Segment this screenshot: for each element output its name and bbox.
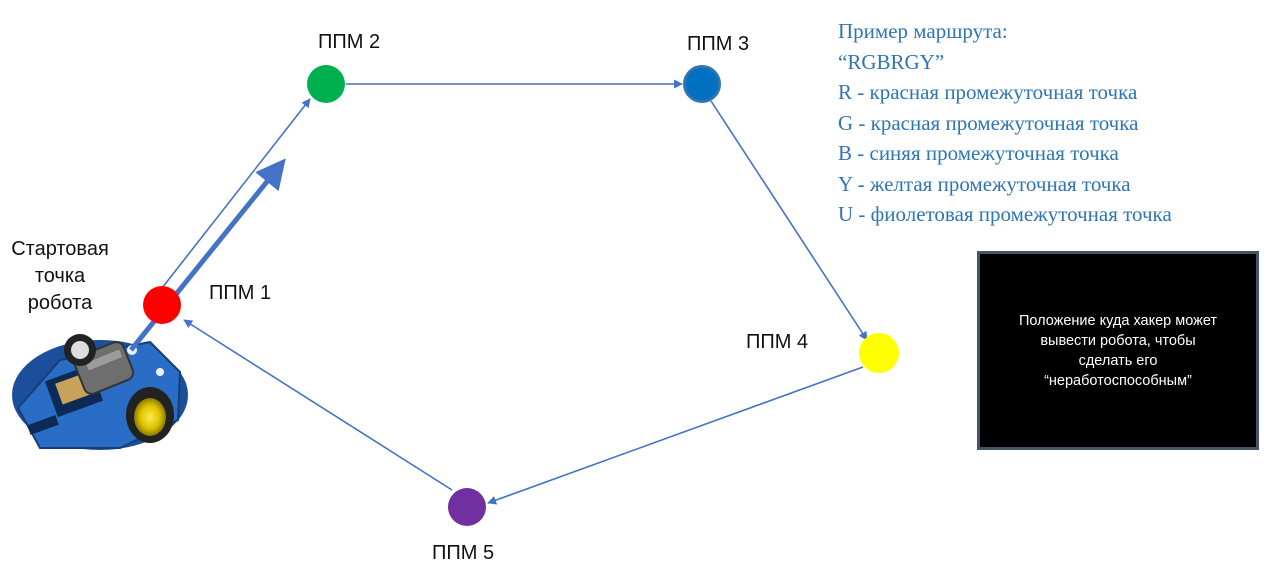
start-label-line-1: Стартовая (11, 238, 109, 260)
waypoint-ppm2 (307, 65, 345, 103)
waypoint-ppm3 (683, 65, 721, 103)
hacker-box-text: Положение куда хакер может вывести робот… (993, 311, 1243, 391)
waypoint-ppm1 (143, 286, 181, 324)
start-label-line-2: точка (34, 265, 86, 287)
hacker-box-line-1: Положение куда хакер может (1018, 312, 1218, 329)
legend-item-g: G - красная промежуточная точка (838, 110, 1139, 135)
waypoint-label-ppm1: ППМ 1 (209, 282, 272, 304)
hacker-position-box: Положение куда хакер может вывести робот… (977, 251, 1259, 450)
edge-ppm3-ppm4 (710, 100, 868, 341)
start-label-line-3: робота (27, 292, 93, 314)
waypoint-label-ppm5: ППМ 5 (432, 542, 495, 564)
start-point-label: Стартовая точка робота (6, 236, 114, 317)
legend-item-y: Y - желтая промежуточная точка (838, 171, 1131, 196)
legend-route: “RGBRGY” (838, 49, 945, 74)
edge-ppm4-ppm5 (487, 366, 864, 505)
route-legend: Пример маршрута: “RGBRGY” R - красная пр… (838, 16, 1172, 230)
waypoint-ppm5 (448, 488, 486, 526)
edge-ppm5-ppm1 (183, 319, 453, 491)
robot-car-icon (12, 334, 188, 450)
hacker-box-line-2: вывести робота, чтобы (1040, 332, 1196, 349)
legend-item-b: B - синяя промежуточная точка (838, 141, 1119, 165)
waypoint-label-ppm3: ППМ 3 (687, 33, 750, 55)
waypoint-label-ppm4: ППМ 4 (746, 331, 809, 353)
hacker-box-line-4: “неработоспособным” (1044, 372, 1192, 389)
legend-item-r: R - красная промежуточная точка (838, 80, 1138, 104)
waypoint-label-ppm2: ППМ 2 (318, 31, 381, 53)
hacker-box-line-3: сделать его (1078, 352, 1158, 369)
waypoint-ppm4 (859, 333, 899, 373)
legend-title: Пример маршрута: (838, 19, 1008, 43)
edge-ppm1-ppm2 (161, 98, 311, 289)
legend-item-u: U - фиолетовая промежуточная точка (838, 202, 1172, 226)
